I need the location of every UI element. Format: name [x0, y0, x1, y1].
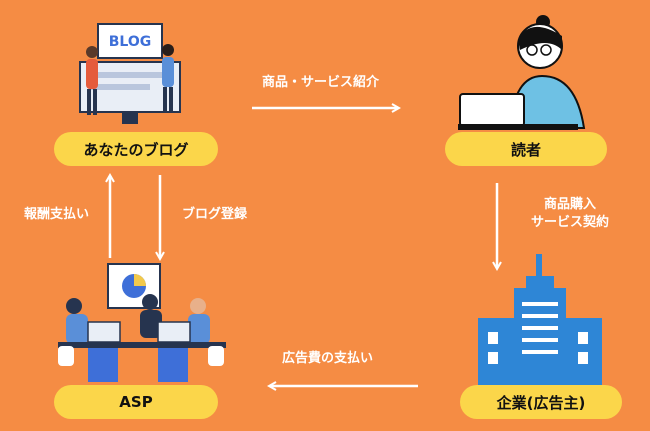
company-building-illustration [478, 254, 602, 386]
node-asp: ASP [54, 385, 218, 419]
node-reader: 読者 [445, 132, 607, 166]
label-reader-to-company-line1: 商品購入 [543, 197, 596, 212]
label-asp-to-blog: 報酬支払い [24, 207, 90, 222]
svg-text:BLOG: BLOG [109, 34, 152, 50]
label-blog-to-reader: 商品・サービス紹介 [262, 75, 380, 90]
asp-office-illustration [58, 263, 226, 382]
blogger-illustration: BLOG [79, 23, 181, 124]
reader-illustration [458, 15, 586, 130]
label-blog-to-asp: ブログ登録 [182, 207, 248, 222]
label-reader-to-company: 商品購入 サービス契約 [515, 196, 625, 232]
node-blog: あなたのブログ [54, 132, 218, 166]
label-reader-to-company-line2: サービス契約 [530, 215, 609, 231]
node-company: 企業(広告主) [460, 385, 622, 419]
label-company-to-asp: 広告費の支払い [282, 351, 374, 366]
